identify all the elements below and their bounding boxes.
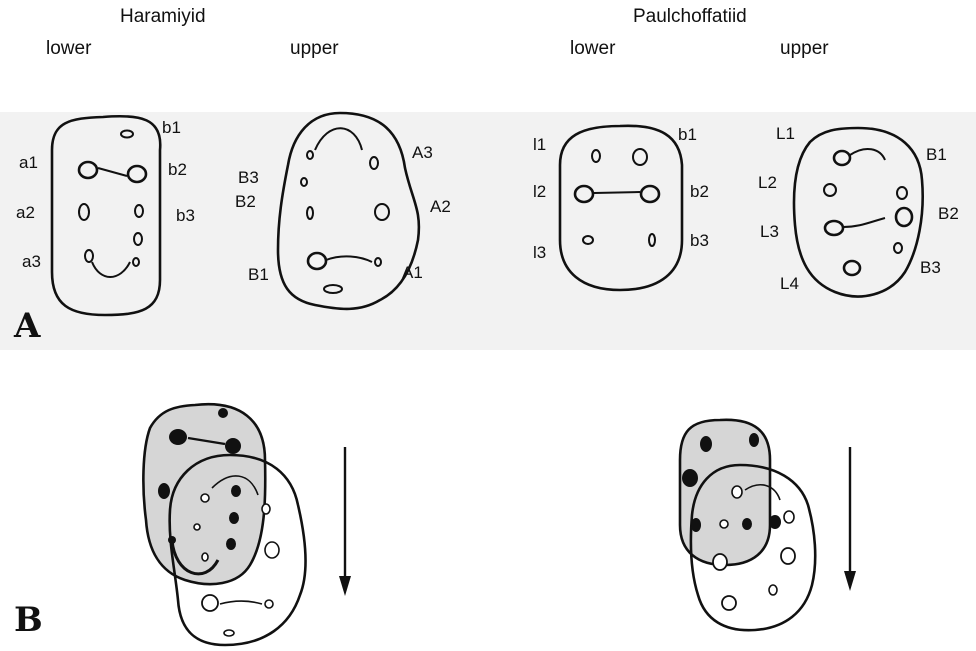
haramiyid-occlusion <box>143 404 305 645</box>
paulchoffatiid-occlusion <box>680 420 815 630</box>
paulchoffatiid-upper-tooth <box>794 128 923 296</box>
haramiyid-lower-tooth <box>52 116 160 315</box>
direction-arrow-icon <box>339 447 351 596</box>
paulchoffatiid-lower-tooth <box>560 126 682 290</box>
haramiyid-upper-tooth <box>278 113 419 309</box>
direction-arrow-icon <box>844 447 856 591</box>
